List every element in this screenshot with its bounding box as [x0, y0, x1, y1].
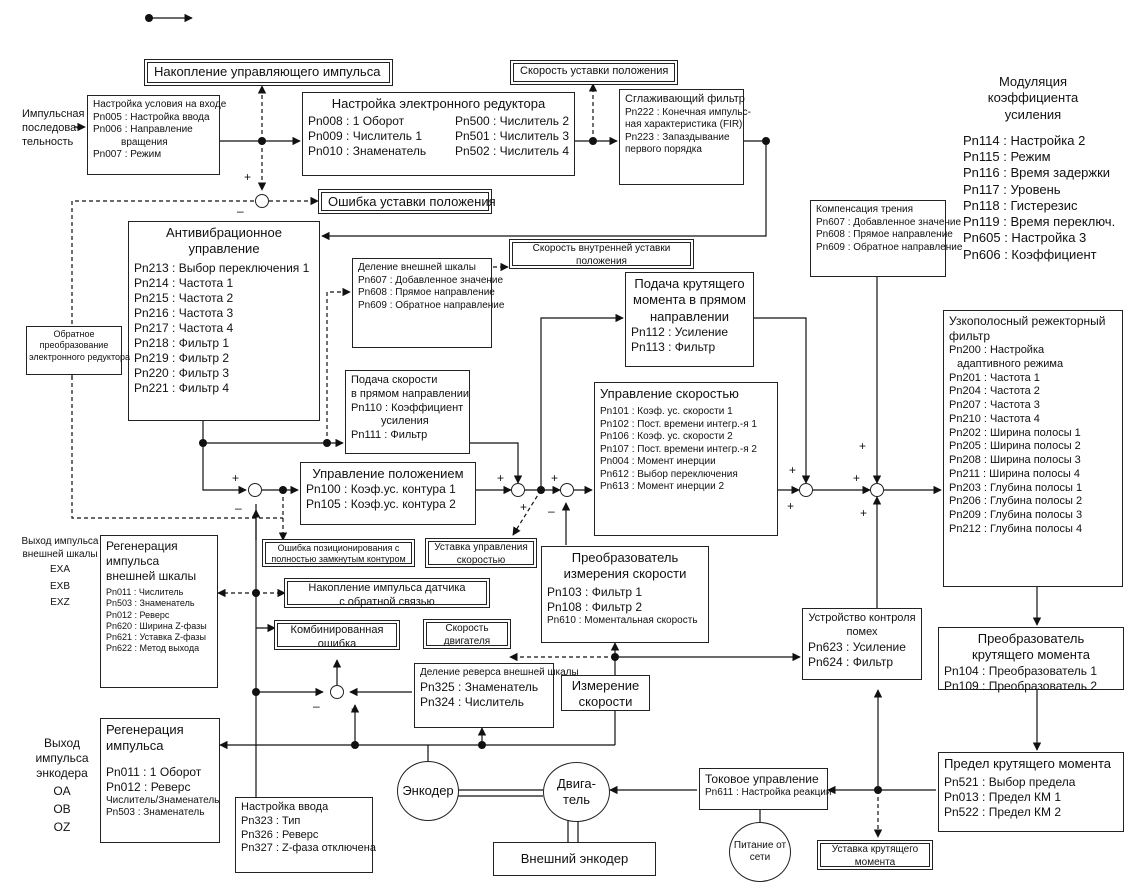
minus-sign: –	[235, 501, 242, 515]
input-settings-block: Настройка ввода Pn323 : Тип Pn326 : Реве…	[235, 797, 376, 873]
summing-node-combined	[330, 685, 344, 699]
junction-dot	[279, 486, 287, 494]
summing-node-ff	[511, 483, 525, 497]
input-conditions-block: Настройка условия на входе Pn005 : Настр…	[87, 95, 226, 175]
position-control-block: Управление положением Pn100 : Коэф.ус. к…	[300, 462, 476, 525]
plus-sign: +	[520, 500, 528, 514]
plus-sign: +	[351, 702, 359, 716]
smoothing-filter-block: Сглаживающий фильтр Pn222 : Конечная имп…	[619, 89, 751, 185]
plus-sign: +	[787, 499, 795, 513]
junction-dot	[478, 741, 486, 749]
junction-dot	[589, 137, 597, 145]
encoder-circle: Энкодер	[397, 761, 459, 821]
junction-dot	[199, 439, 207, 447]
junction-dot	[537, 486, 545, 494]
junction-dot	[252, 688, 260, 696]
encoder-output-label: Выход импульса энкодера OA OB OZ	[35, 736, 89, 834]
current-control-block: Токовое управление Pn611 : Настройка реа…	[699, 768, 831, 810]
summing-node-speed	[560, 483, 574, 497]
summing-node-position	[248, 483, 262, 497]
electronic-gear-block: Настройка электронного редуктора Pn008 :…	[302, 92, 575, 176]
external-encoder-block: Внешний энкодер	[493, 842, 656, 876]
plus-sign: +	[551, 471, 559, 485]
plus-sign: +	[497, 471, 505, 485]
plus-sign: +	[244, 170, 252, 184]
junction-dot	[323, 439, 331, 447]
minus-sign: –	[548, 504, 555, 518]
position-setpoint-error-box: Ошибка уставки положения	[321, 192, 496, 211]
external-scale-division-block: Деление внешней шкалы Pn607 : Добавленно…	[352, 258, 504, 348]
motor-circle: Двига-тель	[543, 762, 610, 822]
speed-feedforward-block: Подача скорости в прямом направлении Pn1…	[345, 370, 470, 454]
ext-scale-output-label: Выход импульса внешней шкалы EXA EXB EXZ	[21, 536, 99, 608]
torque-limit-block: Предел крутящего момента Pn521 : Выбор п…	[938, 752, 1124, 832]
minus-sign: –	[313, 699, 320, 713]
junction-dot	[252, 589, 260, 597]
plus-sign: +	[232, 471, 240, 485]
legend-dot	[145, 14, 153, 22]
junction-dot	[874, 786, 882, 794]
junction-dot	[258, 137, 266, 145]
pulse-regen-block: Регенерация импульса Pn011 : 1 Оборот Pn…	[100, 718, 220, 843]
pulse-accumulation-box: Накопление управляющего импульса	[147, 62, 390, 83]
plus-sign: +	[859, 439, 867, 453]
junction-dot	[762, 137, 770, 145]
plus-sign: +	[853, 471, 861, 485]
summing-node-setpoint	[255, 194, 269, 208]
junction-dot	[351, 741, 359, 749]
speed-control-block: Управление скоростью Pn101 : Коэф. ус. с…	[594, 382, 778, 536]
ext-scale-reverse-division-block: Деление реверса внешней шкалы Pn325 : Зн…	[414, 663, 579, 728]
summing-node-torque	[870, 483, 884, 497]
junction-dot	[611, 653, 619, 661]
friction-compensation-block: Компенсация трения Pn607 : Добавленное з…	[810, 200, 962, 277]
plus-sign: +	[789, 463, 797, 477]
summing-node-torque-ff	[799, 483, 813, 497]
minus-sign: –	[237, 204, 244, 218]
notch-filter-block: Узкополосный режекторный фильтр Pn200 : …	[943, 310, 1123, 587]
position-setpoint-speed-box: Скорость уставки положения	[513, 63, 675, 82]
plus-sign: +	[860, 506, 868, 520]
